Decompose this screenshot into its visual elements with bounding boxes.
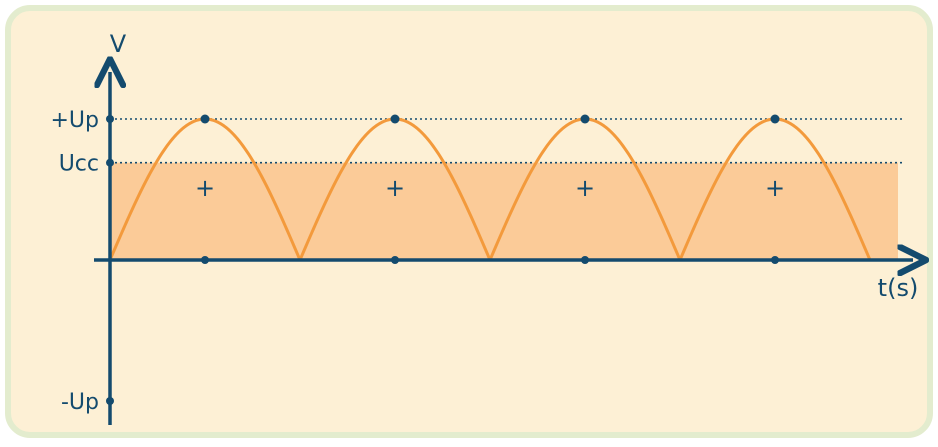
x-tick-dot <box>201 256 209 264</box>
chart-marks: + + + + <box>106 114 785 405</box>
peak-point <box>580 114 590 124</box>
x-tick-dot <box>771 256 779 264</box>
y-tick-dot <box>106 115 114 123</box>
y-tick-dot <box>106 397 114 405</box>
ucc-shaded-region <box>110 162 898 260</box>
y-tick-label-up: +Up <box>50 108 99 133</box>
y-tick-label-ucc: Ucc <box>59 152 99 177</box>
y-tick-label-neg-up: -Up <box>61 390 99 415</box>
positive-half-sign: + <box>575 174 595 202</box>
y-axis-label: V <box>110 30 127 58</box>
positive-half-sign: + <box>765 174 785 202</box>
positive-half-sign: + <box>385 174 405 202</box>
positive-half-sign: + <box>195 174 215 202</box>
x-tick-dot <box>581 256 589 264</box>
peak-point <box>390 114 400 124</box>
peak-point <box>200 114 210 124</box>
y-tick-dot <box>106 158 114 167</box>
x-tick-dot <box>391 256 399 264</box>
x-axis-label: t(s) <box>878 274 919 302</box>
peak-point <box>770 114 780 124</box>
